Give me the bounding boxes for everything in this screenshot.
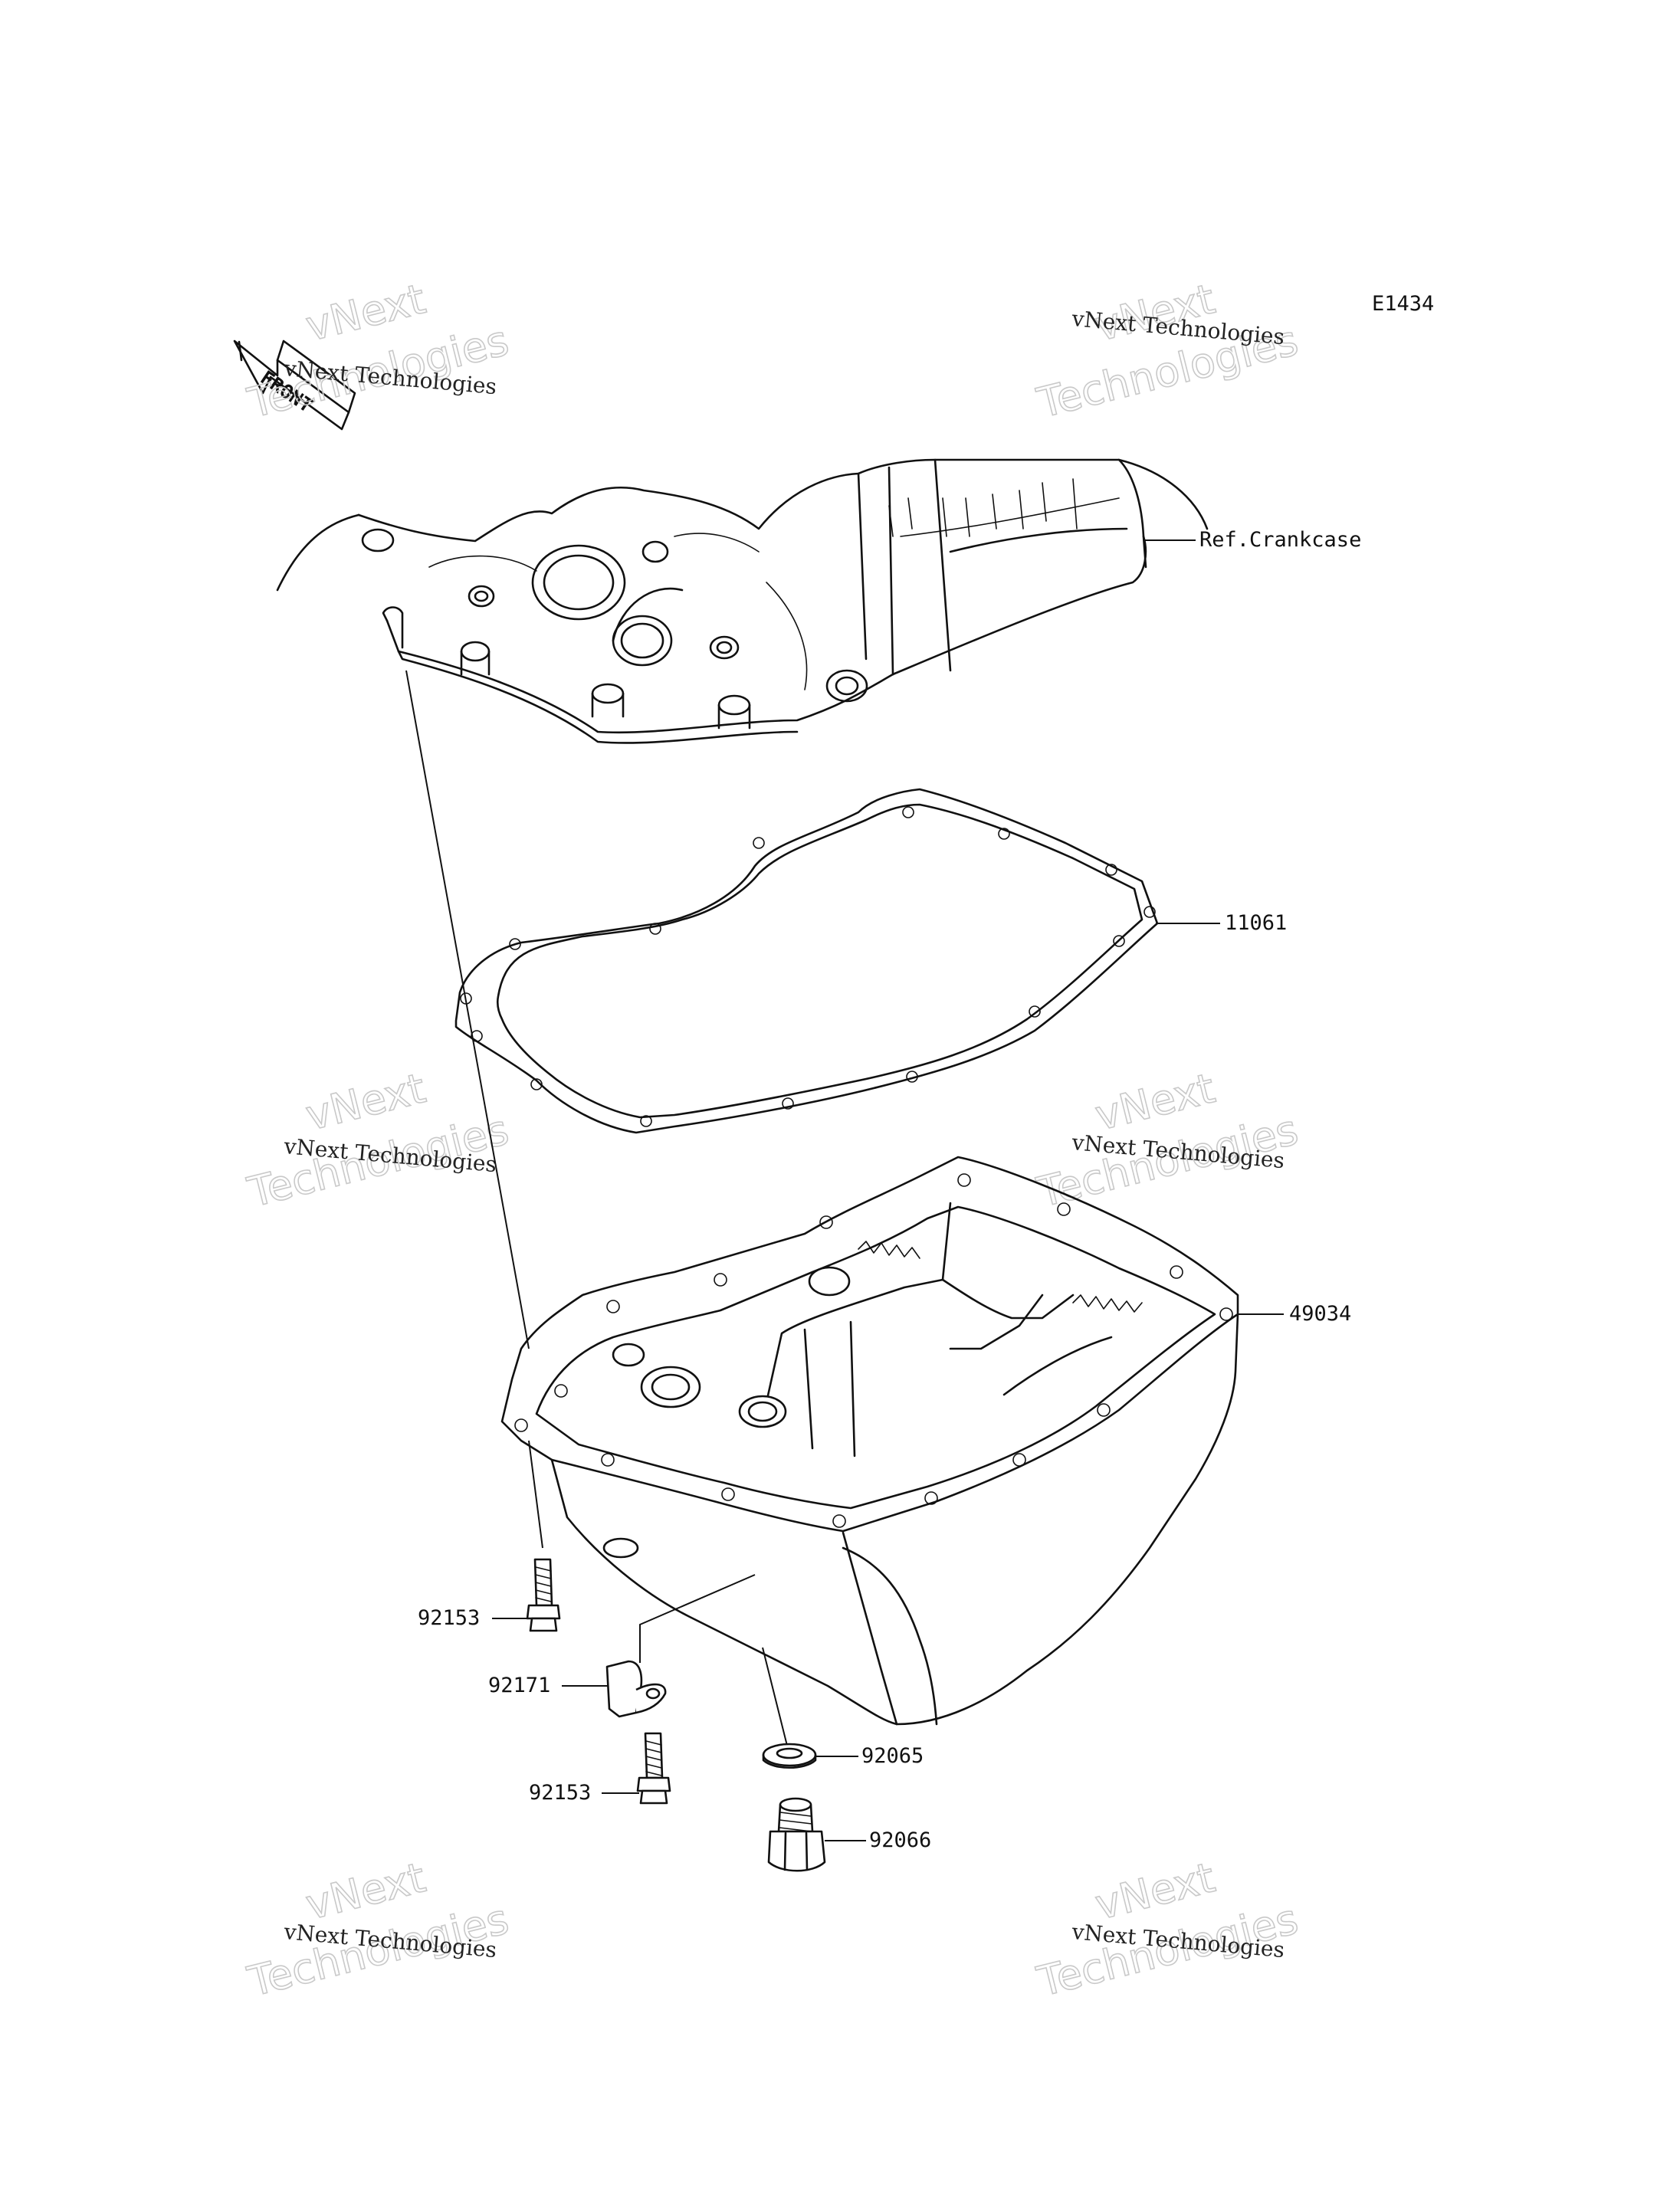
- label-crankcase: Ref.Crankcase: [1199, 528, 1361, 552]
- bolt-lower-drawing: [636, 1732, 671, 1805]
- oil-pan-drawing: [500, 1156, 1239, 1726]
- label-clamp: 92171: [488, 1674, 550, 1697]
- watermark-top-right: vNext Technologies vNext Technologies: [1032, 274, 1303, 428]
- label-washer: 92065: [861, 1744, 924, 1768]
- watermark-mid-right: vNext Technologies vNext Technologies: [1032, 1064, 1303, 1218]
- watermark-top-left: vNext Technologies vNext Technologies: [242, 274, 514, 428]
- label-bolt-lower: 92153: [529, 1781, 591, 1805]
- label-oil-pan: 49034: [1289, 1302, 1351, 1326]
- crankcase-drawing: [276, 458, 1209, 744]
- clamp-drawing: [605, 1660, 667, 1718]
- alignment-line-bolt: [528, 1440, 543, 1549]
- alignment-line-clamp: [639, 1574, 756, 1663]
- label-gasket: 11061: [1225, 911, 1287, 935]
- watermark-mid-left: vNext Technologies vNext Technologies: [242, 1064, 514, 1218]
- alignment-line-drain: [762, 1647, 790, 1756]
- washer-drawing: [762, 1743, 817, 1769]
- alignment-line: [405, 670, 530, 1349]
- gasket-drawing: [454, 788, 1159, 1134]
- watermark-bottom-right: vNext Technologies vNext Technologies: [1032, 1853, 1303, 2007]
- drain-plug-drawing: [767, 1797, 826, 1872]
- label-drain-plug: 92066: [869, 1828, 931, 1852]
- bolt-upper-drawing: [526, 1558, 561, 1632]
- watermark-bottom-left: vNext Technologies vNext Technologies: [242, 1853, 514, 2007]
- label-bolt-upper: 92153: [418, 1606, 480, 1630]
- diagram-code: E1434: [1372, 292, 1434, 316]
